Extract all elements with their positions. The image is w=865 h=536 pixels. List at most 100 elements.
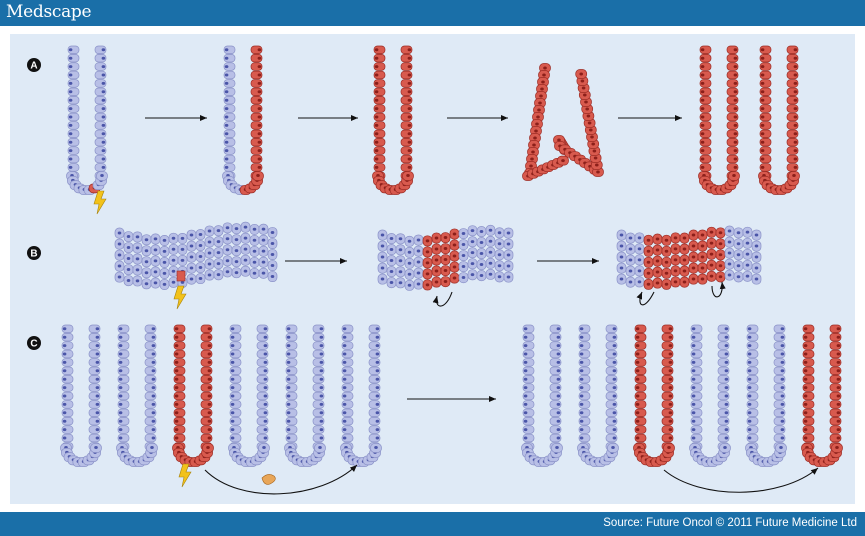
normal-cell bbox=[578, 358, 591, 367]
normal-cell bbox=[123, 242, 134, 254]
cell-nucleus bbox=[174, 411, 179, 415]
cell-nucleus bbox=[286, 428, 291, 432]
cell-nucleus bbox=[523, 344, 528, 348]
cell-nucleus bbox=[101, 98, 106, 102]
normal-cell bbox=[229, 433, 242, 443]
mutant-cell bbox=[829, 383, 842, 392]
cell-nucleus bbox=[668, 360, 673, 364]
cell-nucleus bbox=[691, 266, 696, 270]
normal-cell bbox=[634, 243, 645, 255]
normal-cell bbox=[229, 408, 242, 417]
cell-nucleus bbox=[760, 140, 765, 144]
normal-cell bbox=[377, 273, 388, 285]
cell-nucleus bbox=[793, 165, 798, 169]
cell-nucleus bbox=[803, 386, 808, 390]
cell-nucleus bbox=[479, 263, 484, 267]
mutant-cell bbox=[250, 70, 263, 80]
mutant-cell bbox=[697, 229, 708, 241]
normal-cell bbox=[733, 249, 744, 261]
normal-cell bbox=[67, 45, 80, 54]
mutant-cell bbox=[699, 129, 712, 138]
cell-nucleus bbox=[529, 164, 533, 168]
cell-nucleus bbox=[342, 327, 347, 331]
normal-cell bbox=[773, 349, 786, 359]
mutant-cell bbox=[250, 96, 263, 105]
cell-nucleus bbox=[556, 428, 561, 432]
cell-nucleus bbox=[646, 249, 651, 253]
cell-nucleus bbox=[747, 327, 752, 331]
cell-nucleus bbox=[628, 247, 633, 251]
cell-nucleus bbox=[425, 261, 430, 265]
cell-nucleus bbox=[101, 132, 106, 136]
mutant-cell bbox=[661, 433, 674, 443]
cell-nucleus bbox=[234, 238, 239, 242]
cell-nucleus bbox=[780, 377, 785, 381]
mutant-cell bbox=[250, 87, 263, 96]
cell-nucleus bbox=[95, 386, 100, 390]
mutant-cell bbox=[634, 383, 647, 392]
cell-nucleus bbox=[162, 282, 167, 286]
cell-nucleus bbox=[803, 335, 808, 339]
cell-nucleus bbox=[754, 233, 759, 237]
cell-nucleus bbox=[207, 273, 212, 277]
mutant-cell bbox=[688, 251, 699, 263]
cell-nucleus bbox=[374, 73, 379, 77]
normal-cell bbox=[114, 271, 125, 283]
cell-nucleus bbox=[407, 107, 412, 111]
cell-nucleus bbox=[101, 81, 106, 85]
normal-cell bbox=[159, 268, 170, 279]
cell-nucleus bbox=[836, 352, 841, 356]
normal-cell bbox=[117, 383, 130, 392]
cell-nucleus bbox=[724, 369, 729, 373]
mutant-cell bbox=[706, 259, 717, 271]
normal-cell bbox=[258, 223, 269, 235]
migration-arrow bbox=[636, 291, 655, 306]
normal-cell bbox=[458, 261, 469, 273]
cell-nucleus bbox=[101, 65, 106, 69]
normal-cell bbox=[368, 417, 381, 426]
mutant-cell bbox=[759, 129, 772, 138]
cell-nucleus bbox=[407, 165, 412, 169]
mutant-cell bbox=[431, 254, 442, 266]
normal-cell bbox=[67, 54, 80, 63]
cell-nucleus bbox=[523, 402, 528, 406]
cell-nucleus bbox=[668, 402, 673, 406]
cell-nucleus bbox=[682, 236, 687, 240]
normal-cell bbox=[256, 417, 269, 426]
normal-cell bbox=[773, 417, 786, 426]
cell-nucleus bbox=[619, 244, 624, 248]
cell-nucleus bbox=[736, 275, 741, 279]
mutant-cell bbox=[200, 341, 213, 350]
cell-nucleus bbox=[375, 428, 380, 432]
mutant-cell bbox=[726, 87, 739, 96]
normal-cell bbox=[717, 358, 730, 367]
cell-nucleus bbox=[224, 165, 229, 169]
normal-cell bbox=[204, 247, 215, 259]
mutant-cell bbox=[786, 146, 799, 155]
normal-cell bbox=[341, 349, 354, 359]
normal-cell bbox=[117, 400, 130, 409]
mutant-cell bbox=[786, 163, 799, 172]
cell-nucleus bbox=[407, 73, 412, 77]
normal-cell bbox=[223, 163, 236, 172]
mutant-cell bbox=[652, 244, 663, 256]
normal-cell bbox=[717, 349, 730, 359]
cell-nucleus bbox=[760, 65, 765, 69]
migration-arrow bbox=[663, 467, 819, 493]
cell-nucleus bbox=[319, 436, 324, 440]
cell-nucleus bbox=[612, 344, 617, 348]
cell-nucleus bbox=[443, 269, 448, 273]
cell-nucleus bbox=[263, 419, 268, 423]
cell-nucleus bbox=[635, 411, 640, 415]
normal-cell bbox=[150, 255, 161, 267]
normal-cell bbox=[503, 238, 514, 250]
mutant-cell bbox=[726, 62, 739, 71]
mutant-cell bbox=[726, 45, 739, 54]
mutant-cell bbox=[726, 104, 739, 113]
cell-nucleus bbox=[836, 436, 841, 440]
cell-nucleus bbox=[118, 352, 123, 356]
epithelial-sheet bbox=[616, 225, 762, 290]
normal-cell bbox=[67, 163, 80, 172]
cell-nucleus bbox=[700, 98, 705, 102]
cell-nucleus bbox=[556, 419, 561, 423]
